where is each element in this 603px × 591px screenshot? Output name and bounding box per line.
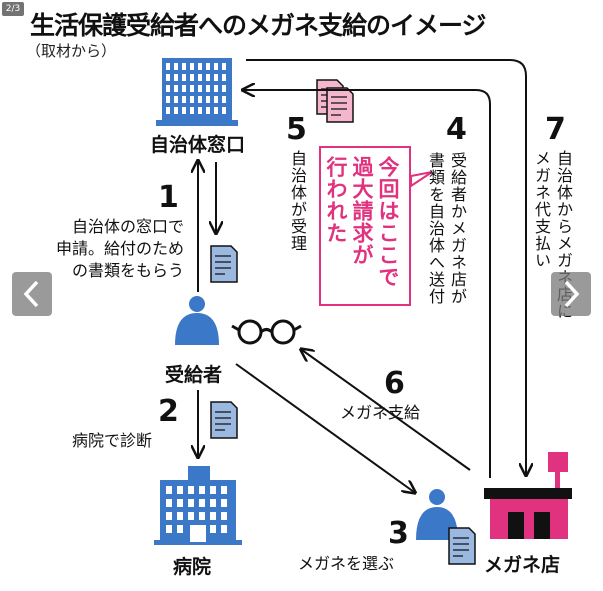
municipality-label: 自治体窓口: [150, 134, 246, 156]
callout-line-2: 過大請求が: [350, 156, 374, 266]
step-6-description: メガネ支給: [340, 403, 421, 422]
flow-arrows: [198, 59, 526, 492]
page-title: 生活保護受給者へのメガネ支給のイメージ: [30, 11, 487, 40]
arrow-payment-to-optician: [246, 59, 526, 474]
step-1-line-2: 申請。給付のため: [55, 239, 184, 258]
arrow-documents-to-municipality: [244, 90, 491, 478]
step-2-description: 病院で診断: [72, 431, 153, 450]
callout-line-1: 今回はここで: [376, 156, 400, 288]
person-icon: [175, 296, 219, 345]
step-7-description: 自治体からメガネ店にメガネ代支払い: [530, 150, 574, 360]
page-counter-badge: 2/3: [2, 2, 24, 16]
person-icon: [416, 489, 458, 540]
source-note: （取材から）: [26, 42, 117, 60]
step-5-description: 自治体が受理: [288, 150, 307, 252]
callout-line-3: 行われた: [324, 156, 348, 244]
hospital-label: 病院: [173, 556, 212, 578]
document-icon: [326, 87, 354, 123]
step-4-description: 受給者かメガネ店が書類を自治体へ送付: [424, 152, 468, 352]
office-building-icon: [156, 58, 238, 126]
callout-pointer: [410, 171, 433, 188]
arrow-optician-to-recipient: [302, 350, 471, 471]
document-icon: [210, 245, 238, 283]
recipient-label: 受給者: [165, 364, 223, 386]
document-icon: [448, 527, 476, 565]
next-slide-button[interactable]: [551, 272, 591, 316]
step-6-number: 6: [384, 366, 405, 401]
step-4-line-2: 書類を自治体へ送付: [426, 152, 445, 305]
step-3-description: メガネを選ぶ: [298, 554, 395, 573]
step-1-description: 自治体の窓口で 申請。給付のため の書類をもらう: [32, 216, 184, 282]
step-4-line-1: 受給者かメガネ店が: [448, 152, 467, 305]
previous-slide-button[interactable]: [12, 272, 52, 316]
optician-label: メガネ店: [484, 554, 561, 576]
hospital-building-icon: [154, 466, 242, 545]
step-1-line-3: の書類をもらう: [71, 261, 184, 280]
chevron-left-icon: [23, 280, 39, 308]
step-3-number: 3: [388, 516, 409, 551]
step-4-number: 4: [446, 112, 467, 147]
document-icon: [210, 401, 238, 439]
shop-icon: [484, 452, 572, 539]
step-2-number: 2: [158, 394, 179, 429]
step-5-number: 5: [286, 112, 307, 147]
step-1-number: 1: [158, 180, 179, 215]
step-1-line-1: 自治体の窓口で: [71, 217, 184, 236]
infographic-frame: [22, 8, 577, 580]
step-7-number: 7: [545, 112, 566, 147]
callout-text: 今回はここで過大請求が行われた: [323, 156, 401, 288]
arrow-recipient-to-optician: [235, 363, 414, 492]
chevron-right-icon: [564, 280, 580, 308]
step-7-line-2: メガネ代支払い: [532, 150, 551, 269]
overbilling-callout: 今回はここで過大請求が行われた: [319, 146, 411, 306]
eyeglasses-icon: [231, 319, 302, 345]
